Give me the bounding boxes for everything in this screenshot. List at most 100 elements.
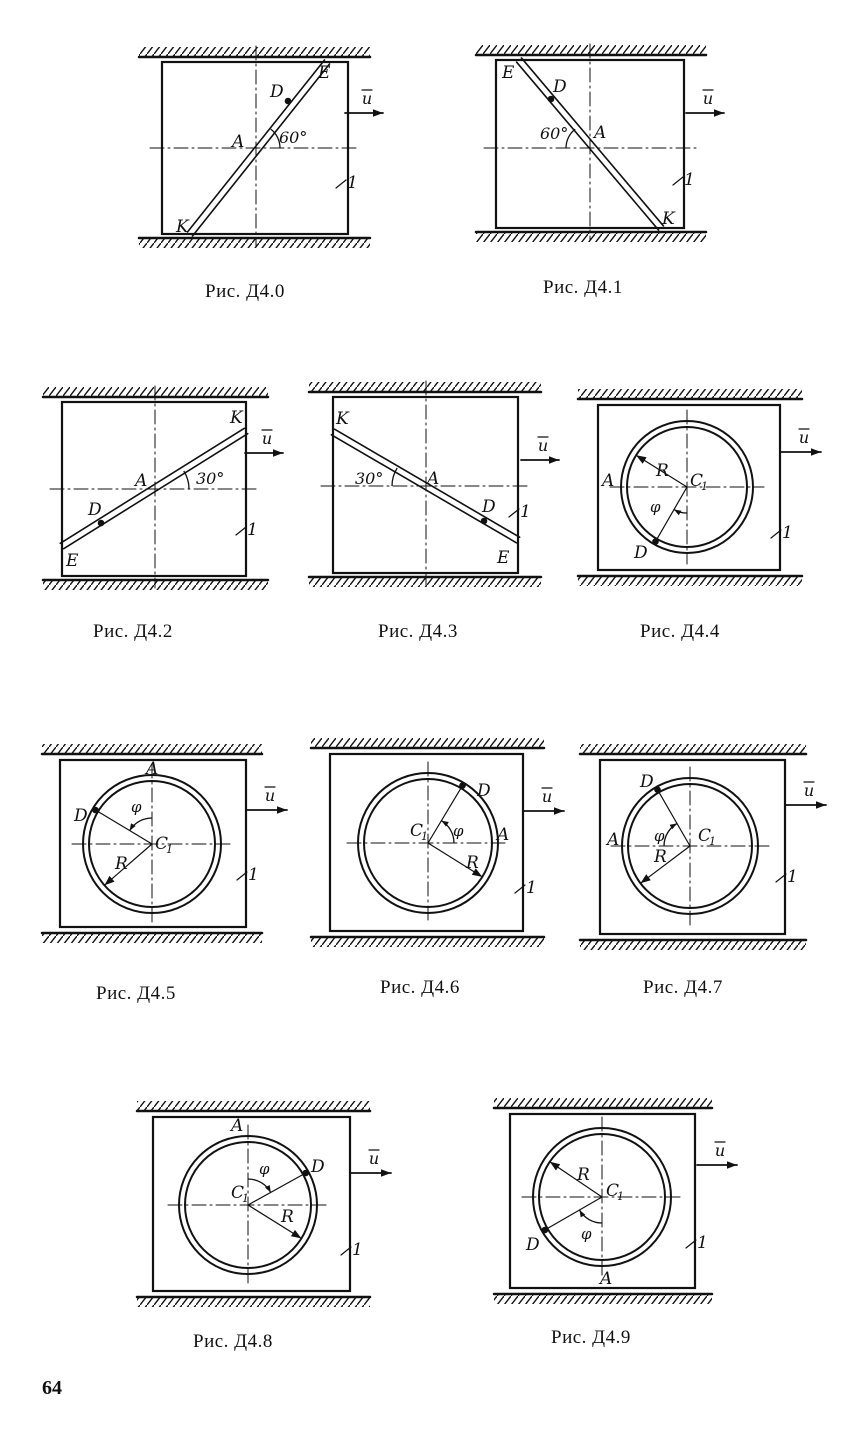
- f8-tube-inner: [184, 1141, 312, 1269]
- f2-velocity-arrow-head: [273, 449, 283, 457]
- f0-label-k: K: [175, 217, 190, 237]
- f6-velocity-arrow-head: [554, 807, 564, 815]
- f9-radius-r: [549, 1161, 603, 1198]
- f3-label-e: E: [496, 548, 510, 568]
- f5-label-c: C: [155, 834, 168, 854]
- f7-top-wall-hatch: [580, 744, 806, 754]
- f8-phi-label: φ: [259, 1160, 270, 1178]
- f5-body-tag: 1: [248, 865, 259, 885]
- f9-label-c: C: [606, 1181, 619, 1201]
- f7-tube-inner: [627, 783, 753, 909]
- f6-bottom-wall-hatch: [311, 937, 544, 947]
- f0-body-tag: 1: [347, 173, 358, 193]
- f6-label-c-sub: 1: [421, 830, 428, 843]
- f5-label-r: R: [114, 854, 128, 874]
- f9-body-tag-leader: [685, 1239, 697, 1249]
- f6-label-a: A: [495, 825, 509, 845]
- f0-body-tag-leader: [335, 179, 347, 189]
- f0-velocity-arrow-head: [373, 109, 383, 117]
- caption-f0: Рис. Д4.0: [205, 281, 285, 302]
- f5-tube-inner: [88, 780, 216, 908]
- f9-body-tag: 1: [697, 1233, 708, 1253]
- f4-radius-r-head: [636, 455, 647, 464]
- f4-radius-d: [654, 486, 688, 543]
- f3-body-tag-leader: [508, 508, 520, 518]
- f9-point-d: [541, 1226, 549, 1234]
- f8-top-wall-hatch: [137, 1101, 370, 1111]
- f9-velocity-arrow-head: [727, 1161, 737, 1169]
- f0-angle-label: 60°: [279, 128, 307, 147]
- f6-label-r: R: [465, 853, 479, 873]
- f4-label-d: D: [633, 543, 648, 563]
- f2-body-tag: 1: [247, 520, 258, 540]
- f6-phi-arc-head: [441, 820, 449, 827]
- f7-body-tag-leader: [775, 873, 787, 883]
- f7-point-d: [654, 786, 661, 794]
- f8-velocity-arrow-head: [381, 1169, 391, 1177]
- f7-label-c: C: [698, 826, 711, 846]
- f4-phi-arc-head: [674, 509, 682, 516]
- f9-radius-d: [544, 1196, 603, 1231]
- f1-velocity-arrow-head: [714, 109, 724, 117]
- f8-label-a: A: [229, 1116, 243, 1136]
- f3-point-d: [480, 517, 488, 525]
- f0-bottom-wall-hatch: [139, 238, 370, 248]
- f1-angle-arc: [565, 128, 576, 149]
- f2-point-d: [97, 519, 105, 527]
- f5-phi-arc: [129, 817, 153, 831]
- f5-radius-d: [94, 809, 153, 845]
- f5-body: [58, 758, 248, 929]
- f8-body: [151, 1115, 352, 1293]
- page-number: 64: [42, 1377, 62, 1399]
- f8-label-r: R: [280, 1207, 294, 1227]
- f9-phi-label: φ: [581, 1225, 592, 1243]
- f4-radius-r: [635, 454, 688, 488]
- f9-label-c-sub: 1: [617, 1190, 624, 1203]
- f9-phi-arc-head: [579, 1210, 586, 1218]
- f7-bottom-wall-hatch: [580, 940, 806, 950]
- caption-f7: Рис. Д4.7: [643, 977, 723, 998]
- f9-top-wall-hatch: [494, 1098, 712, 1108]
- f6-label-c: C: [410, 821, 423, 841]
- f2-body-tag-leader: [235, 526, 247, 536]
- f0-rod-edge-a: [191, 63, 331, 237]
- f1-body-tag: 1: [684, 170, 695, 190]
- f6-body-tag-leader: [514, 884, 526, 894]
- f4-velocity-arrow-head: [811, 448, 821, 456]
- f3-body-tag: 1: [520, 502, 531, 522]
- f3-bottom-wall-hatch: [309, 577, 541, 587]
- f7-phi-label: φ: [654, 827, 665, 845]
- f1-top-wall-hatch: [476, 45, 706, 55]
- f9-velocity-label: u: [715, 1141, 725, 1160]
- f7-radius-r: [639, 845, 691, 884]
- f8-radius-r: [247, 1204, 303, 1239]
- f6-radius-d: [427, 784, 464, 844]
- f9-body: [508, 1112, 697, 1290]
- f1-body: [494, 58, 686, 230]
- f7-velocity-arrow-head: [816, 801, 826, 809]
- f0-rod-edge-b: [186, 59, 326, 233]
- f4-top-wall-hatch: [578, 389, 802, 399]
- caption-f2: Рис. Д4.2: [93, 621, 173, 642]
- f2-label-k: K: [229, 408, 244, 428]
- f3-top-wall-hatch: [309, 382, 541, 392]
- f7-phi-arc: [663, 822, 678, 847]
- f6-radius-r-head: [471, 868, 483, 877]
- f0-velocity-label: u: [362, 89, 372, 108]
- f6-phi-label: φ: [453, 822, 464, 840]
- f7-radius-r-head: [640, 874, 651, 884]
- f1-label-d: D: [552, 77, 567, 97]
- f4-tube-inner: [626, 426, 748, 548]
- f2-label-a: A: [133, 471, 147, 491]
- f3-rod-edge-b: [333, 428, 521, 539]
- f8-phi-arc-head: [265, 1185, 271, 1193]
- f1-body-tag-leader: [672, 176, 684, 186]
- f8-velocity-label: u: [369, 1149, 379, 1168]
- f4-velocity-label: u: [799, 428, 809, 447]
- f3-rod-edge-a: [330, 433, 518, 544]
